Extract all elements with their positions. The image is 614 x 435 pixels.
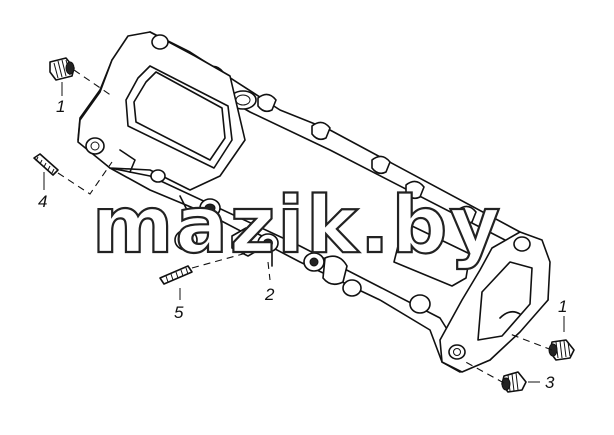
watermark-text: mazik.by: [92, 181, 502, 271]
lower-bosses: [174, 198, 431, 314]
plug-part-2: [231, 227, 279, 267]
left-flange: [77, 31, 246, 191]
plug-part-3: [501, 371, 527, 393]
callout-4: 4: [38, 192, 47, 211]
right-flange: [439, 231, 551, 373]
callout-3: 3: [545, 373, 555, 392]
callout-5: 5: [174, 303, 184, 322]
stud-part-5: [159, 265, 193, 285]
stud-part-1-right: [548, 339, 575, 361]
callout-2: 2: [264, 285, 275, 304]
callout-1-right: 1: [558, 297, 567, 316]
leader-lines: [43, 69, 565, 384]
stud-part-4: [33, 153, 59, 176]
callout-1-left: 1: [56, 97, 65, 116]
stud-part-1-left: [49, 57, 75, 81]
right-window: [393, 225, 471, 287]
